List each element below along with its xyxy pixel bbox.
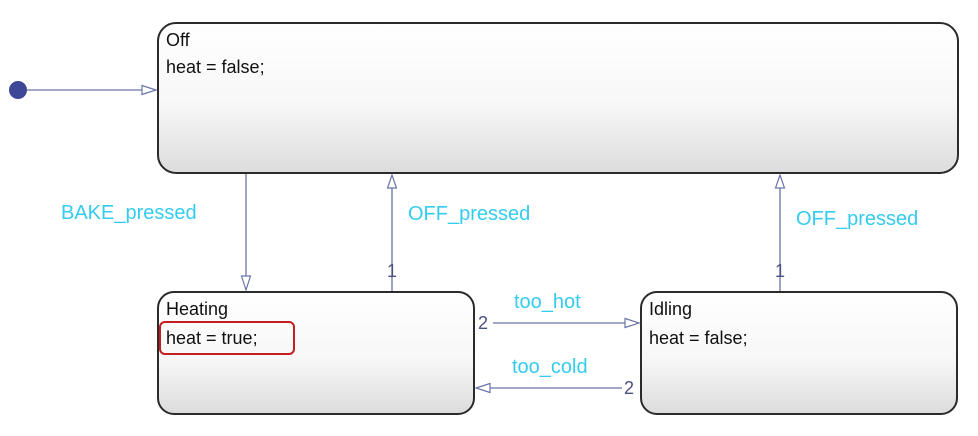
bake-pressed-arrowhead bbox=[240, 275, 252, 292]
default-transition-dot bbox=[9, 81, 27, 99]
off-pressed-heating-arrowhead bbox=[386, 173, 398, 189]
transition-bake-pressed[interactable]: BAKE_pressed bbox=[61, 174, 252, 292]
too-cold-arrowhead bbox=[474, 382, 491, 394]
transition-off-pressed-idling[interactable]: OFF_pressed 1 bbox=[774, 173, 918, 291]
state-idling[interactable]: Idling heat = false; bbox=[640, 291, 958, 415]
off-pressed-idling-arrowhead bbox=[774, 173, 786, 189]
too-cold-label: too_cold bbox=[512, 356, 588, 378]
state-heating-name: Heating bbox=[166, 299, 228, 319]
state-heating-action: heat = true; bbox=[166, 328, 258, 348]
off-pressed-idling-order: 1 bbox=[775, 261, 785, 281]
bake-pressed-label: BAKE_pressed bbox=[61, 202, 197, 224]
transition-off-pressed-heating[interactable]: OFF_pressed 1 bbox=[386, 173, 530, 291]
state-idling-action: heat = false; bbox=[649, 328, 748, 348]
heating-action-highlight bbox=[159, 321, 295, 355]
state-idling-box[interactable] bbox=[640, 291, 958, 415]
transition-too-cold[interactable]: too_cold 2 bbox=[474, 356, 634, 398]
too-hot-arrowhead bbox=[624, 317, 641, 329]
state-off-box[interactable] bbox=[157, 22, 959, 174]
default-transition-arrowhead bbox=[141, 84, 158, 96]
transition-too-hot[interactable]: too_hot 2 bbox=[478, 291, 641, 333]
state-idling-name: Idling bbox=[649, 299, 692, 319]
state-off[interactable]: Off heat = false; bbox=[157, 22, 959, 174]
state-off-name: Off bbox=[166, 30, 191, 50]
off-pressed-heating-label: OFF_pressed bbox=[408, 203, 530, 225]
state-off-action: heat = false; bbox=[166, 57, 265, 77]
too-hot-order: 2 bbox=[478, 313, 488, 333]
off-pressed-idling-label: OFF_pressed bbox=[796, 208, 918, 230]
too-hot-label: too_hot bbox=[514, 291, 581, 313]
default-transition[interactable] bbox=[9, 81, 158, 99]
too-cold-order: 2 bbox=[624, 378, 634, 398]
state-heating[interactable]: Heating heat = true; bbox=[157, 291, 475, 415]
off-pressed-heating-order: 1 bbox=[387, 261, 397, 281]
